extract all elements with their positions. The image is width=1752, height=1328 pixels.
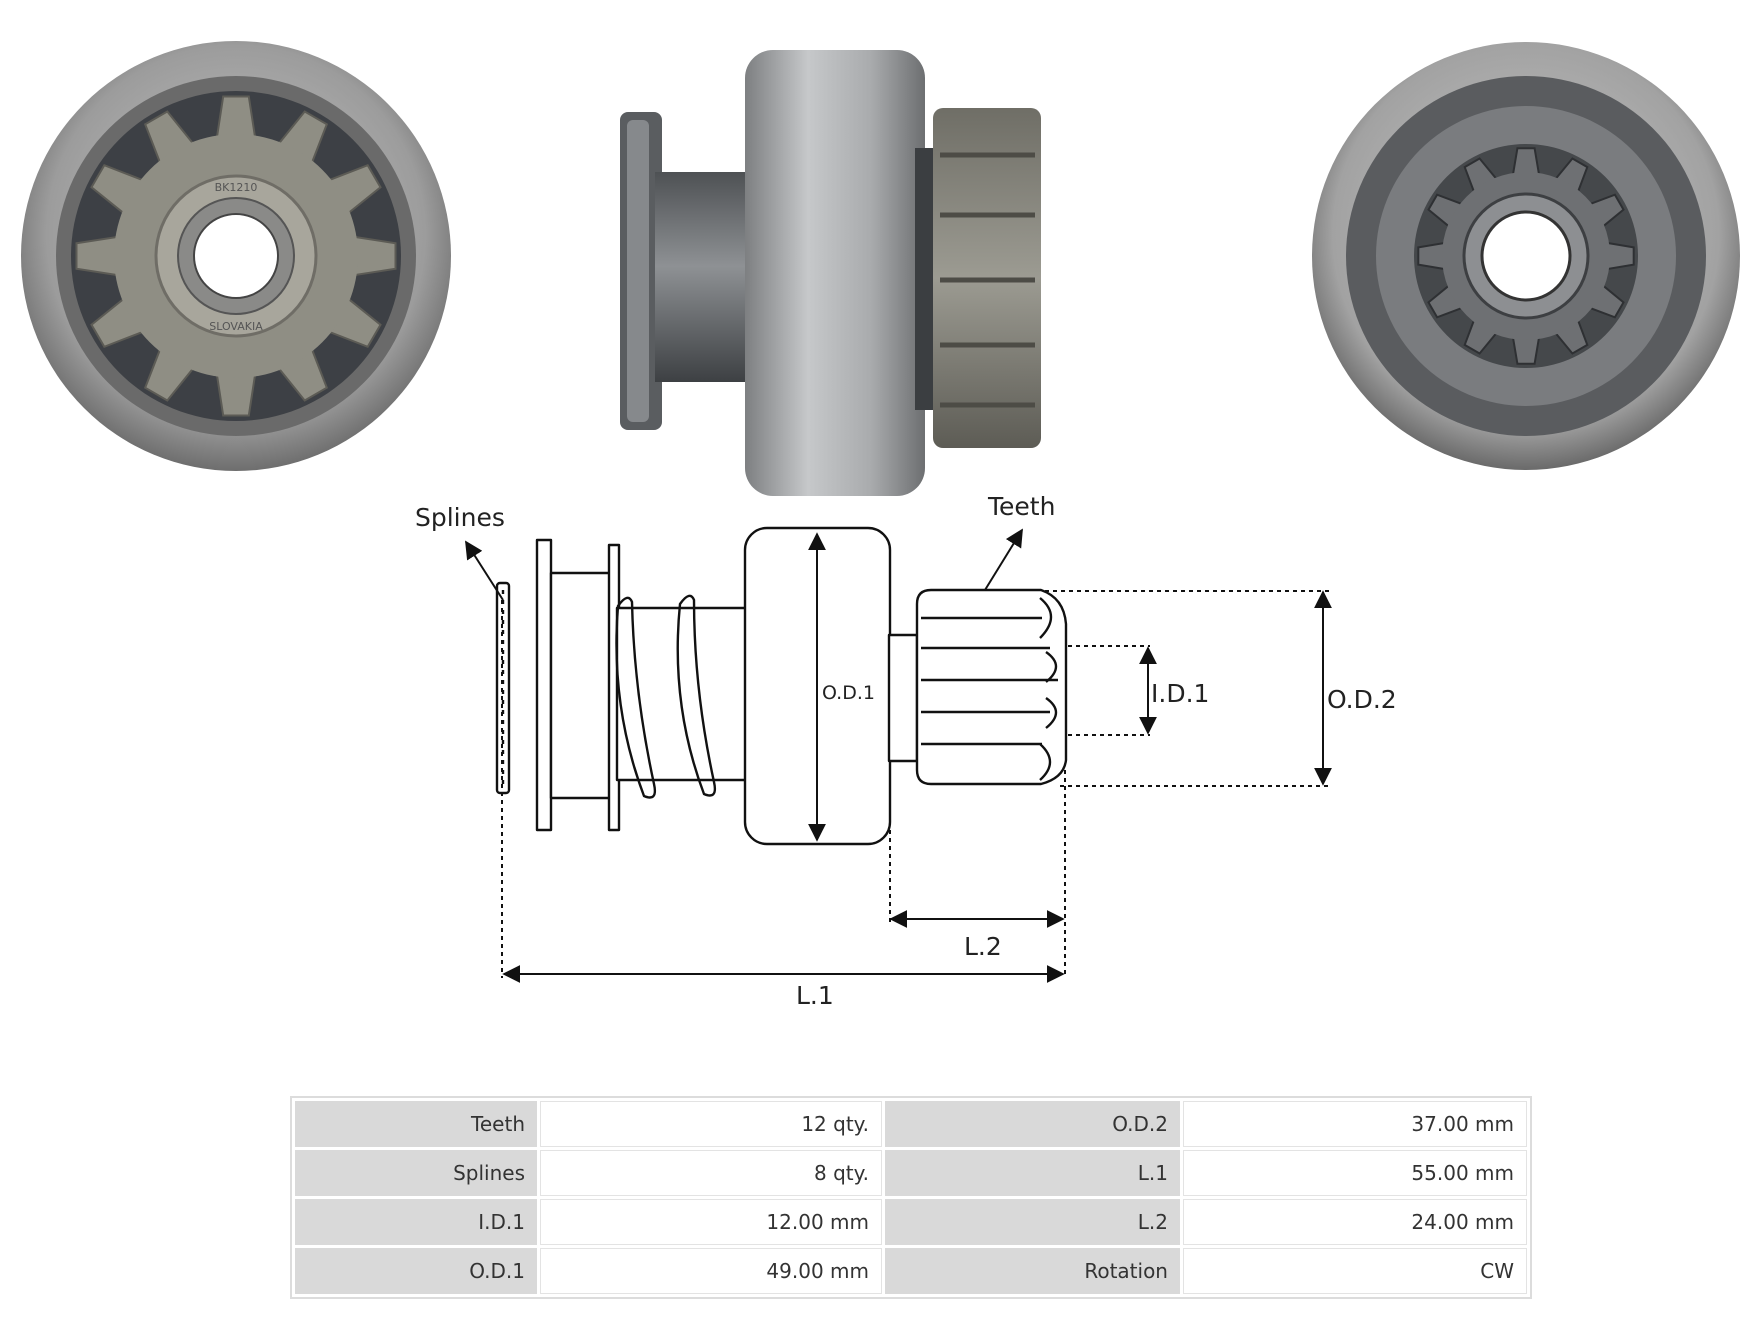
spec-value: 55.00 mm [1183,1150,1527,1196]
teeth-leader [984,528,1023,591]
photo-stamp-bk1210: BK1210 [215,181,258,194]
od1-label: O.D.1 [822,682,875,704]
splines-label: Splines [415,503,505,532]
spec-value: 12.00 mm [540,1199,882,1245]
spec-value: 24.00 mm [1183,1199,1527,1245]
spec-key: Splines [295,1150,537,1196]
spec-key: L.2 [885,1199,1180,1245]
spec-value: 37.00 mm [1183,1101,1527,1147]
spec-value: 8 qty. [540,1150,882,1196]
spring-coil-1 [615,596,657,799]
pinion-teeth-lines [921,597,1058,781]
splines-leader [465,540,504,601]
l2-label: L.2 [964,932,1002,961]
dimension-diagram: Splines Teeth O.D.1 I.D.1 O.D.2 L.2 L.1 [415,492,1397,1010]
spec-key: O.D.1 [295,1248,537,1294]
od2-label: O.D.2 [1327,685,1397,714]
spring-coil-2 [676,594,717,797]
l1-label: L.1 [796,981,834,1010]
spec-value: 49.00 mm [540,1248,882,1294]
spec-value: CW [1183,1248,1527,1294]
pinion-outline [915,588,1068,786]
side-view-photo [620,50,1041,496]
spec-key: O.D.2 [885,1101,1180,1147]
shaft-outline [615,606,749,782]
front-view-photo: BK1210 SLOVAKIA [21,41,451,471]
photo-stamp-slovakia: SLOVAKIA [209,320,263,333]
neck-outline [887,633,919,763]
spec-key: L.1 [885,1150,1180,1196]
teeth-label: Teeth [987,492,1055,521]
spec-key: Teeth [295,1101,537,1147]
id1-label: I.D.1 [1151,679,1209,708]
collar-outline [549,571,619,800]
front-washer-outline [535,538,553,832]
spec-value: 12 qty. [540,1101,882,1147]
rear-view-photo [1312,42,1740,470]
spec-key: I.D.1 [295,1199,537,1245]
spec-key: Rotation [885,1248,1180,1294]
